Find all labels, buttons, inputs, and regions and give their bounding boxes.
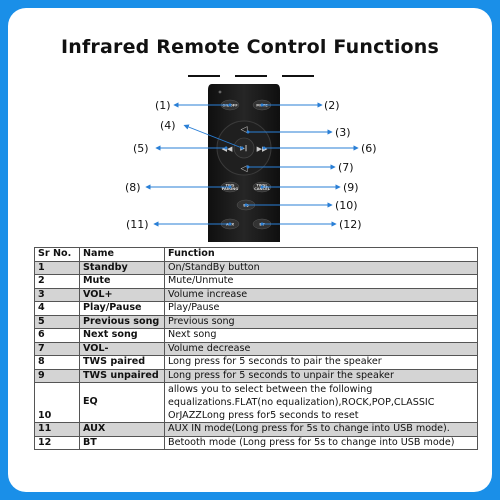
row-function: Volume increase — [164, 287, 478, 302]
row-number: 8 — [34, 355, 80, 370]
row-name: AUX — [79, 422, 165, 437]
vol-down-icon[interactable]: ◁ — [241, 164, 248, 174]
tws-paired-sublabel: PAIRING — [222, 187, 239, 191]
table-row: 3 VOL+ Volume increase — [34, 287, 478, 302]
row-number: 6 — [34, 328, 80, 343]
next-song-icon[interactable]: ▶▶ — [257, 145, 268, 153]
row-function: Next song — [164, 328, 478, 343]
callout-3: (3) — [335, 126, 351, 139]
row-number: 10 — [34, 382, 80, 423]
page-title: Infrared Remote Control Functions — [60, 36, 440, 58]
remote-diagram: ON/OFF MUTE ▶‖ ◁ ◁ ◀◀ ▶▶ TWS PAIRING TWS… — [125, 84, 377, 242]
row-function: Long press for 5 seconds to pair the spe… — [164, 355, 478, 370]
row-name: EQ — [79, 382, 165, 423]
content-card: Infrared Remote Control Functions ON/OFF… — [8, 8, 492, 492]
callout-5: (5) — [133, 142, 149, 155]
callout-10: (10) — [335, 199, 358, 212]
row-function: Volume decrease — [164, 341, 478, 356]
row-name: Mute — [79, 274, 165, 289]
header-name: Name — [79, 247, 165, 262]
row-number: 9 — [34, 368, 80, 383]
callout-lines — [145, 102, 359, 227]
table-row: 11 AUX AUX IN mode(Long press for 5s to … — [34, 422, 478, 437]
table-row: 6 Next song Next song — [34, 328, 478, 343]
row-name: TWS paired — [79, 355, 165, 370]
row-number: 5 — [34, 314, 80, 329]
vol-up-icon[interactable]: ◁ — [241, 125, 248, 135]
header-function: Function — [164, 247, 478, 262]
row-function: Long press for 5 seconds to unpair the s… — [164, 368, 478, 383]
row-name: Next song — [79, 328, 165, 343]
row-function: Previous song — [164, 314, 478, 329]
ir-led-icon — [218, 90, 222, 94]
callout-6: (6) — [361, 142, 377, 155]
table-row: 4 Play/Pause Play/Pause — [34, 301, 478, 316]
table-header-row: Sr No. Name Function — [34, 247, 478, 262]
row-number: 11 — [34, 422, 80, 437]
callout-7: (7) — [338, 161, 354, 174]
title-divider — [188, 75, 220, 77]
table-row: 5 Previous song Previous song — [34, 314, 478, 329]
row-number: 7 — [34, 341, 80, 356]
previous-song-icon[interactable]: ◀◀ — [222, 145, 233, 153]
title-divider — [235, 75, 267, 77]
table-row: 12 BT Betooth mode (Long press for 5s to… — [34, 435, 478, 450]
callout-4: (4) — [160, 119, 176, 132]
tws-unpaired-sublabel: CANCEL — [254, 187, 271, 191]
row-number: 4 — [34, 301, 80, 316]
callout-2: (2) — [324, 99, 340, 112]
row-number: 3 — [34, 287, 80, 302]
function-table: Sr No. Name Function 1 Standby On/StandB… — [34, 247, 478, 450]
play-pause-icon: ▶‖ — [240, 145, 248, 152]
table-row: 10 EQ allows you to select between the f… — [34, 382, 478, 423]
row-function: Betooth mode (Long press for 5s to chang… — [164, 435, 478, 450]
row-name: VOL- — [79, 341, 165, 356]
row-function: Play/Pause — [164, 301, 478, 316]
row-function: Mute/Unmute — [164, 274, 478, 289]
callout-8: (8) — [125, 181, 141, 194]
table-row: 9 TWS unpaired Long press for 5 seconds … — [34, 368, 478, 383]
row-name: Previous song — [79, 314, 165, 329]
title-divider — [282, 75, 314, 77]
table-row: 1 Standby On/StandBy button — [34, 260, 478, 275]
row-function: allows you to select between the followi… — [164, 382, 478, 423]
row-function: AUX IN mode(Long press for 5s to change … — [164, 422, 478, 437]
table-row: 2 Mute Mute/Unmute — [34, 274, 478, 289]
row-name: VOL+ — [79, 287, 165, 302]
callout-11: (11) — [126, 218, 149, 231]
row-number: 1 — [34, 260, 80, 275]
callout-1: (1) — [155, 99, 171, 112]
row-function: On/StandBy button — [164, 260, 478, 275]
row-name: BT — [79, 435, 165, 450]
row-number: 2 — [34, 274, 80, 289]
row-number: 12 — [34, 435, 80, 450]
table-row: 8 TWS paired Long press for 5 seconds to… — [34, 355, 478, 370]
header-sr-no: Sr No. — [34, 247, 80, 262]
table-row: 7 VOL- Volume decrease — [34, 341, 478, 356]
row-name: Play/Pause — [79, 301, 165, 316]
callout-12: (12) — [339, 218, 362, 231]
row-name: TWS unpaired — [79, 368, 165, 383]
callout-9: (9) — [343, 181, 359, 194]
row-name: Standby — [79, 260, 165, 275]
